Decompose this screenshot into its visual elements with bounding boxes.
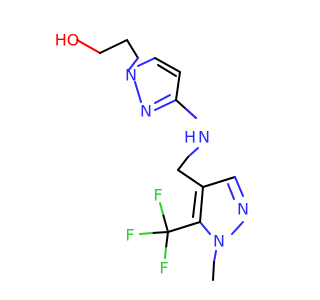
molecule-structure: HO N N N H N N F F F [55, 31, 249, 281]
atom-f-bottom: F [159, 259, 168, 278]
bond-methyl [212, 261, 215, 281]
bond-c3a-nh-n [185, 108, 197, 119]
bond-c5b-c4b [199, 186, 204, 223]
bond-n1b-methyl [213, 250, 217, 263]
bond-n1a-c5a [137, 57, 156, 67]
bond-c5b-c4b-double [192, 191, 197, 218]
atom-n2-pyrazole-b: N [237, 200, 249, 219]
bond-cf3-fbottom-f [164, 247, 167, 259]
atom-f-left: F [125, 226, 134, 245]
bond-ch2-c4b [177, 169, 204, 188]
bonds [76, 38, 244, 281]
bond-nh-ch2 [187, 147, 199, 158]
atom-hydroxyl: HO [55, 31, 80, 50]
bond-ethyl-chain [99, 38, 139, 59]
atom-f-top: F [153, 186, 162, 205]
atom-n1-pyrazole-b: N [213, 232, 225, 251]
bond-c5a-c4a [154, 57, 181, 73]
bond-c3a-n2a [154, 99, 177, 111]
bond-n1b-c5b [199, 221, 211, 235]
bond-c5a-c4a-double [157, 64, 177, 77]
bond-o-c [76, 39, 101, 54]
atom-n1-pyrazole-a: N [125, 66, 137, 85]
bond-n2a-n1a [134, 81, 142, 103]
bond-cf3-fbottom [165, 231, 169, 249]
bond-cf3-fleft [151, 231, 169, 234]
bond-cf3-fleft-f [139, 232, 153, 235]
bond-cf3-ftop-f [159, 202, 164, 215]
atom-labels: HO N N N H N N F F F [55, 31, 249, 278]
bond-c3a-n2a-double [154, 94, 171, 104]
bond-c3b-n2b-double [227, 183, 235, 200]
bond-c3b-n2b [234, 176, 244, 197]
atom-amine-h: H [184, 128, 196, 147]
bond-ch2 [177, 156, 189, 171]
bond-c5b-cf3 [167, 221, 201, 233]
bond-n2b-n1b [231, 221, 244, 235]
bond-c4b-c3b [202, 176, 236, 188]
bond-cf3-ftop [162, 213, 169, 233]
bond-c-n1a [127, 57, 139, 72]
bond-c4a-c3a [175, 71, 181, 101]
atom-amine-n: N [198, 128, 210, 147]
atom-n2-pyrazole-a: N [140, 102, 152, 121]
